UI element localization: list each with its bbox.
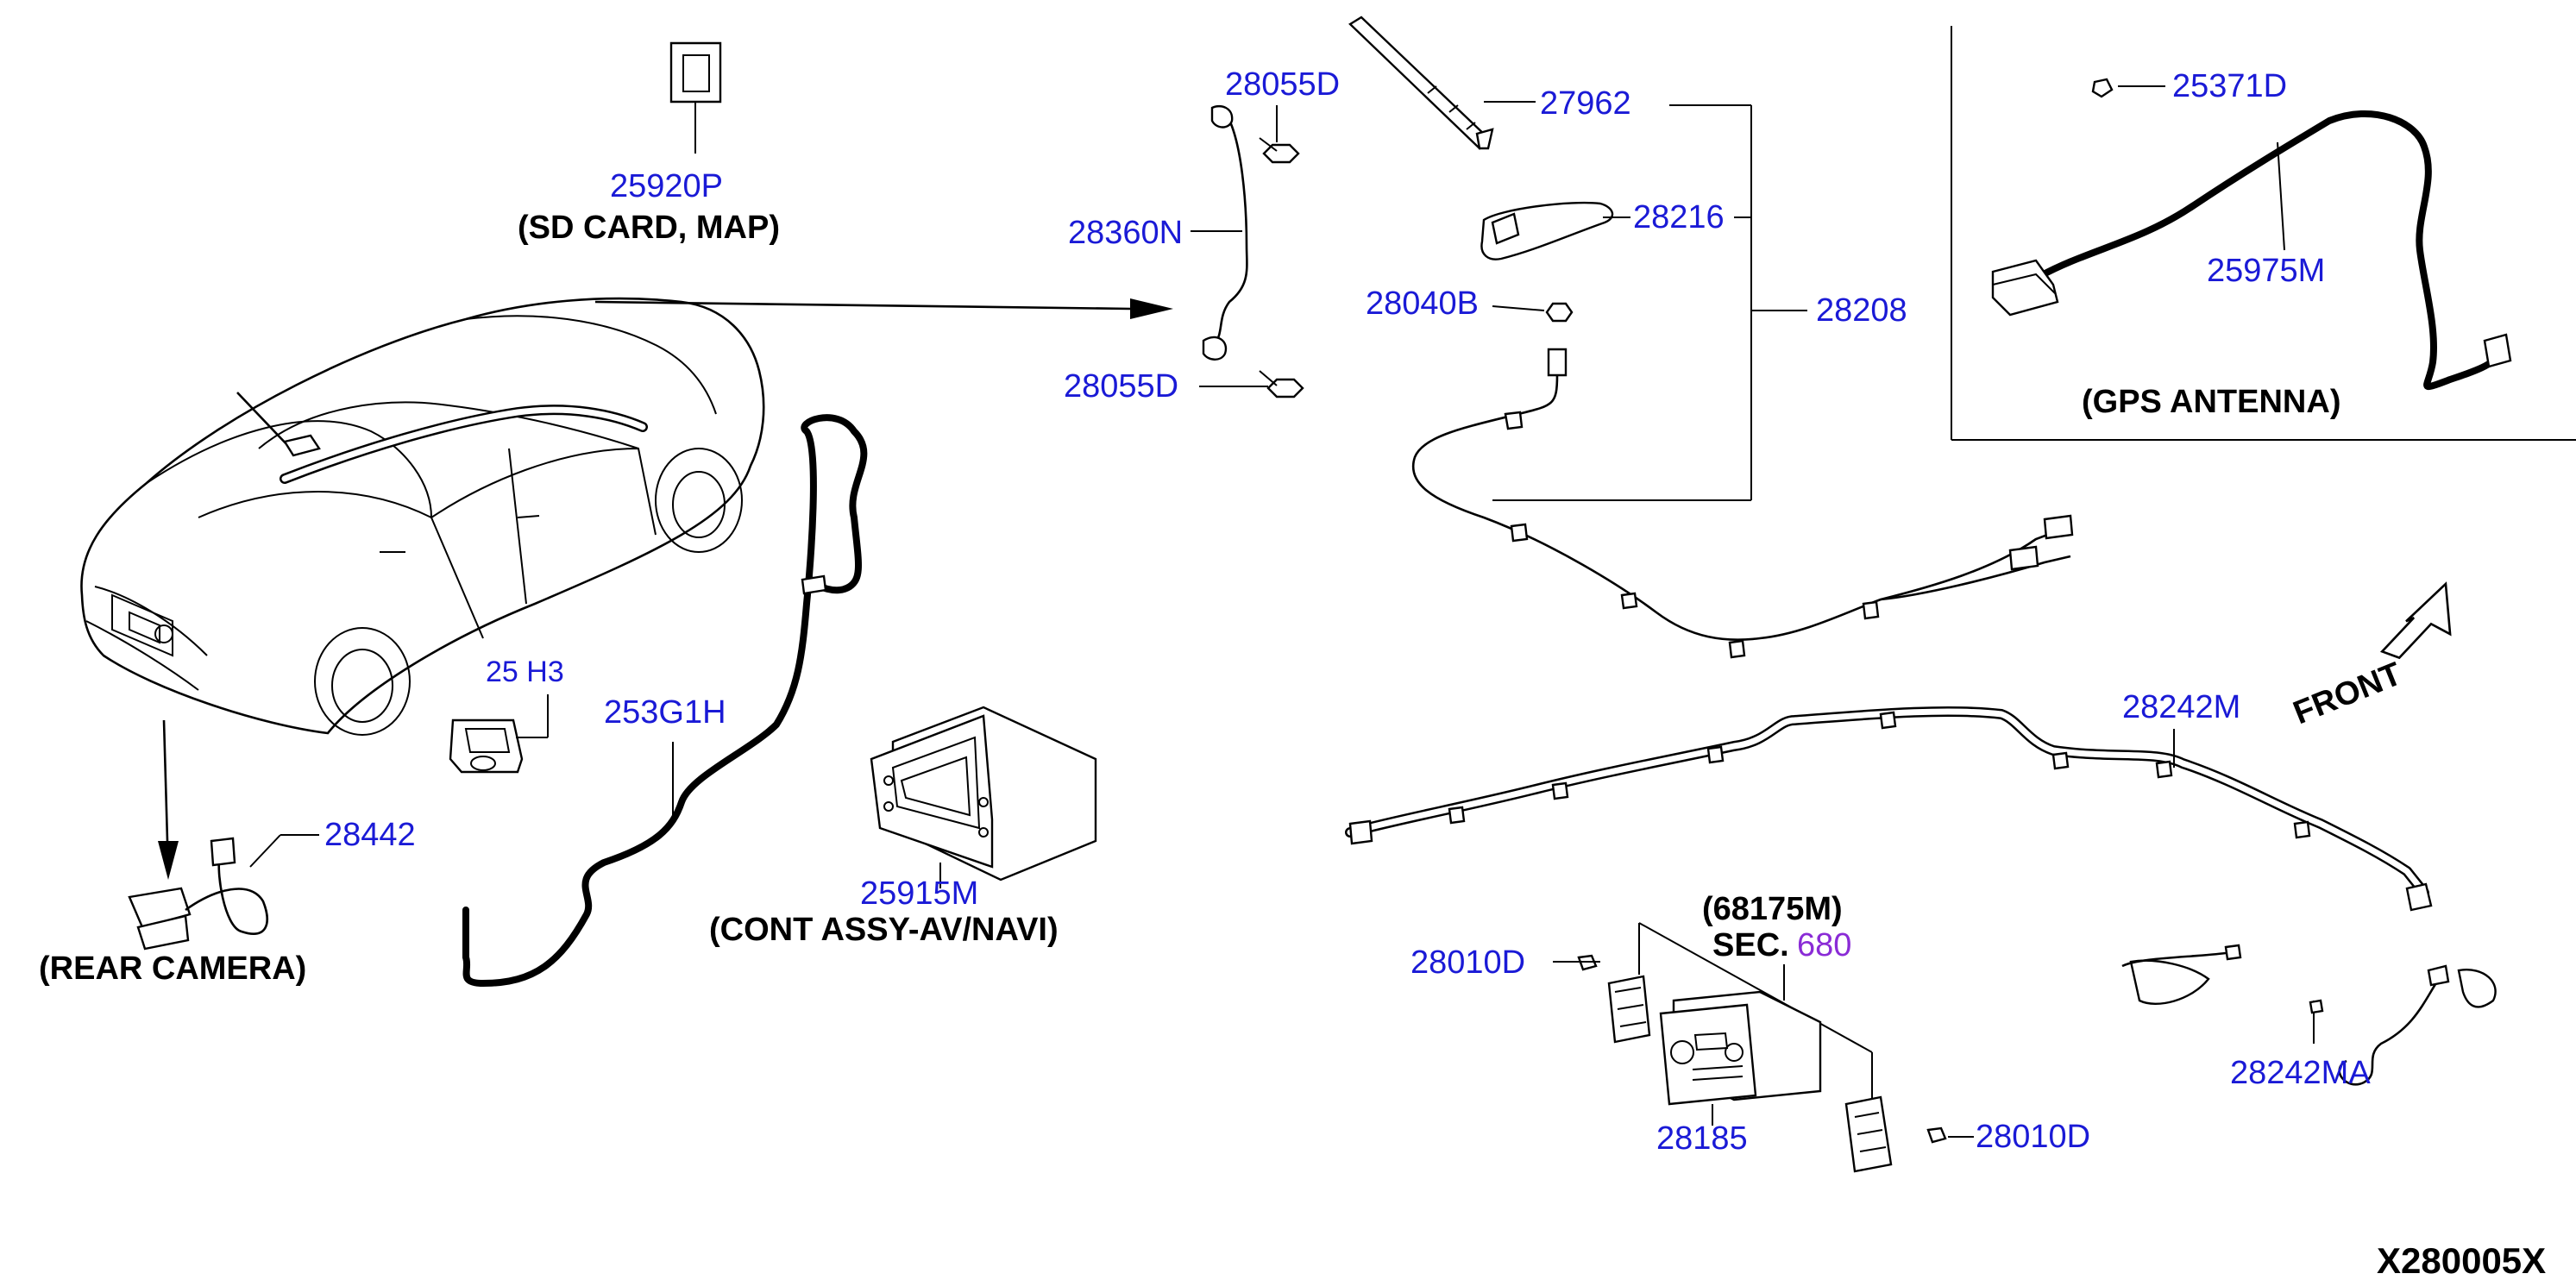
part-number-28442[interactable]: 28442 [324, 817, 416, 853]
part-number-25915M[interactable]: 25915M [860, 875, 978, 912]
arrow-head-rear [158, 841, 179, 880]
front-label: FRONT [2289, 656, 2407, 731]
gps-antenna-box [1951, 26, 2576, 441]
part-number-28242M[interactable]: 28242M [2122, 689, 2240, 725]
harness-28242M [1345, 706, 2433, 912]
harness-28242MA [2121, 944, 2497, 1086]
arrow-head-roof [1130, 298, 1173, 319]
cable-clip [801, 574, 827, 595]
part-number-28208[interactable]: 28208 [1816, 292, 1907, 329]
switch-part [449, 694, 549, 774]
part-number-27962[interactable]: 27962 [1540, 85, 1631, 122]
part-number-253G1H[interactable]: 253G1H [604, 694, 726, 731]
part-number-28055D-bottom[interactable]: 28055D [1064, 368, 1178, 405]
part-number-28242MA[interactable]: 28242MA [2230, 1055, 2371, 1091]
part-number-28216[interactable]: 28216 [1633, 199, 1725, 235]
ref-68175M: (68175M) [1702, 891, 1843, 927]
ground-strap-part [1191, 104, 1304, 398]
part-number-25975M[interactable]: 25975M [2207, 253, 2325, 289]
pointer-arrow-rear [162, 719, 169, 842]
caption-rear-camera: (REAR CAMERA) [39, 951, 306, 987]
part-number-28010D-left[interactable]: 28010D [1411, 944, 1525, 981]
part-number-28010D-right[interactable]: 28010D [1976, 1119, 2090, 1155]
sd-card-part [669, 41, 722, 154]
part-number-switch[interactable]: 25 H3 [486, 656, 564, 688]
rear-camera-part [128, 834, 319, 951]
part-number-28040B[interactable]: 28040B [1366, 285, 1479, 322]
sec-label: SEC. [1712, 927, 1789, 963]
part-number-28360N[interactable]: 28360N [1068, 215, 1183, 251]
cable-253G1H [462, 414, 868, 987]
antenna-parts [1348, 16, 2074, 659]
caption-cont-assy: (CONT ASSY-AV/NAVI) [709, 912, 1059, 948]
part-number-25371D[interactable]: 25371D [2172, 68, 2287, 104]
pointer-arrow-roof [594, 300, 1131, 311]
vehicle-illustration [80, 297, 765, 736]
part-number-25920P[interactable]: 25920P [610, 168, 723, 204]
caption-gps-antenna: (GPS ANTENNA) [2082, 384, 2340, 420]
radio-unit-assembly [1553, 922, 1974, 1173]
caption-sd-card: (SD CARD, MAP) [518, 210, 780, 246]
sec-link-680[interactable]: 680 [1797, 927, 1851, 963]
diagram-id: X280005X [2377, 1240, 2546, 1280]
front-direction-arrow [2379, 581, 2452, 660]
av-navi-unit [870, 706, 1097, 888]
part-number-28185[interactable]: 28185 [1656, 1120, 1748, 1157]
part-number-28055D-top[interactable]: 28055D [1225, 66, 1340, 103]
